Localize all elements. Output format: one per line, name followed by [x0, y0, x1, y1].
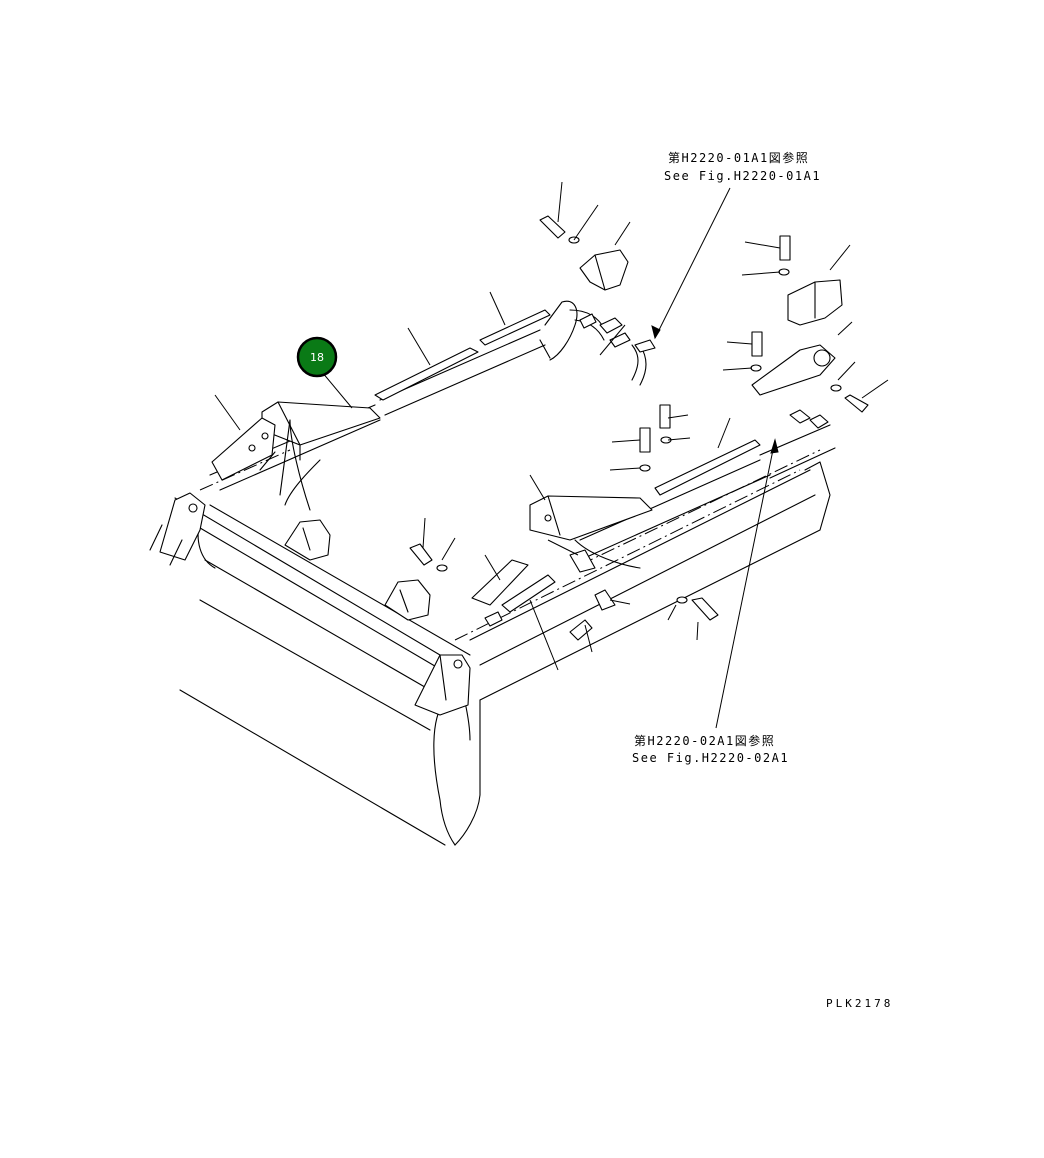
drawing-code: PLK2178	[826, 997, 893, 1010]
right-cap-cluster	[750, 235, 869, 429]
callout-circle[interactable]	[296, 336, 338, 378]
top-reference-jp: 第H2220-01A1図参照	[668, 150, 809, 165]
left-push-arm	[199, 300, 578, 511]
top-reference-en: See Fig.H2220-01A1	[664, 169, 821, 183]
hoses-top	[569, 309, 656, 386]
callout-label: 18	[310, 351, 324, 364]
middle-bolt-cluster	[409, 404, 719, 641]
callout-18[interactable]: 18	[296, 336, 338, 378]
blade-brackets	[284, 519, 431, 621]
right-push-arm	[529, 424, 836, 569]
leader-lines	[214, 181, 889, 671]
top-clamp-cluster	[539, 215, 629, 291]
blade	[149, 461, 831, 846]
bottom-reference-jp: 第H2220-02A1図参照	[634, 733, 775, 748]
bottom-reference-en: See Fig.H2220-02A1	[632, 751, 789, 765]
reference-arrows	[321, 187, 779, 729]
